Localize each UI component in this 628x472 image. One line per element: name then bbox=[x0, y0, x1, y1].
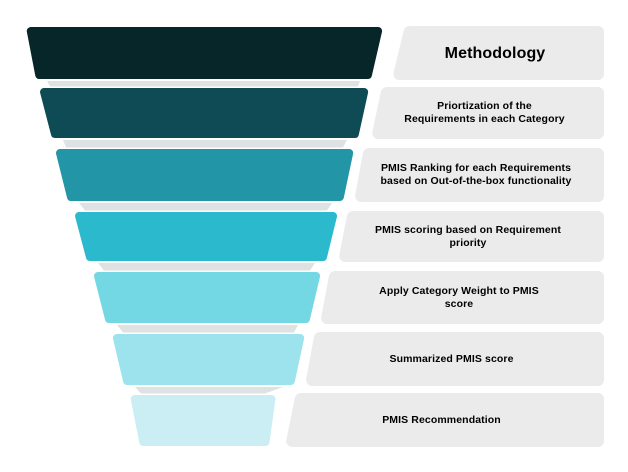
funnel-segment-3 bbox=[56, 149, 354, 201]
funnel-connector-2 bbox=[63, 140, 347, 148]
label-box-5 bbox=[321, 271, 604, 324]
funnel-segment-2 bbox=[40, 88, 369, 138]
label-box-2 bbox=[372, 87, 604, 139]
funnel-connector-6 bbox=[135, 387, 283, 394]
funnel-connector-3 bbox=[79, 203, 332, 211]
funnel-segment-1 bbox=[26, 27, 383, 79]
funnel-label-methodology: Methodology bbox=[444, 44, 546, 62]
label-box-6 bbox=[306, 332, 604, 386]
funnel-label-pmis-ranking: PMIS Ranking for each Requirements based… bbox=[380, 162, 572, 187]
funnel-connector-1 bbox=[47, 81, 360, 87]
funnel-connector-4 bbox=[98, 263, 315, 271]
funnel-label-pmis-scoring: PMIS scoring based on Requirement priori… bbox=[375, 223, 561, 249]
funnel-segment-7 bbox=[130, 395, 276, 446]
funnel-label-prioritization: Priortization of the Requirements in eac… bbox=[404, 100, 565, 125]
label-box-7 bbox=[286, 393, 604, 447]
funnel-segment-6 bbox=[112, 334, 305, 385]
label-box-4 bbox=[339, 211, 604, 262]
funnel-segment-4 bbox=[75, 212, 338, 261]
label-box-3 bbox=[355, 148, 604, 202]
funnel-label-recommendation: PMIS Recommendation bbox=[382, 413, 501, 426]
funnel-segment-5 bbox=[94, 272, 321, 323]
label-box-1 bbox=[393, 26, 604, 80]
funnel-label-category-weight: Apply Category Weight to PMIS score bbox=[379, 284, 539, 310]
funnel-connector-5 bbox=[117, 325, 298, 333]
funnel-label-summarized-score: Summarized PMIS score bbox=[389, 352, 514, 365]
